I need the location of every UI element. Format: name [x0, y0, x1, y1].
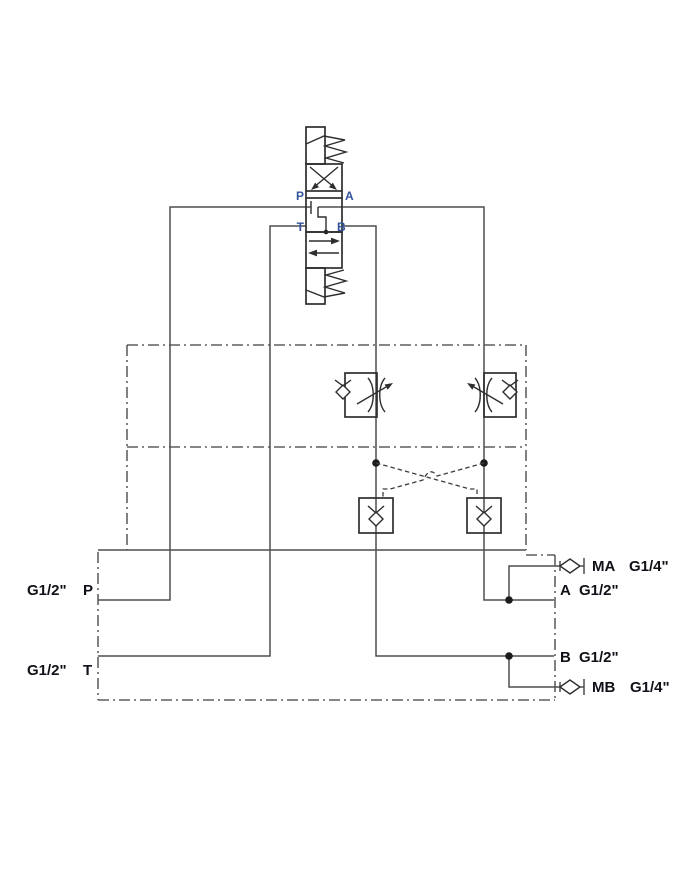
valve-port-letter-p: P: [296, 189, 304, 203]
subplate-boundary: [97, 549, 556, 701]
port-label-t: G1/2" T: [27, 662, 92, 679]
port-label-ma: MA G1/4": [592, 558, 669, 575]
junction-dot: [505, 596, 513, 604]
b-work-line: [342, 225, 560, 688]
port-b-name: B: [560, 649, 571, 666]
port-label-p: G1/2" P: [27, 582, 93, 599]
check-valve-icon: [502, 384, 518, 400]
port-a-size: G1/2": [579, 582, 619, 599]
pilot-line-from-a: [382, 462, 485, 498]
valve-position-parallel-icon: [305, 231, 343, 269]
test-coupling-mb-icon: [558, 679, 585, 695]
valve-port-letter-t: T: [297, 220, 305, 234]
a-work-line: [318, 206, 560, 601]
port-mb-size: G1/4": [630, 679, 670, 696]
port-label-mb: MB G1/4": [592, 679, 670, 696]
check-valve-icon: [368, 511, 384, 527]
port-label-b: B G1/2": [560, 649, 619, 666]
valve-port-letter-b: B: [337, 220, 346, 234]
valve-spring-bottom-icon: [305, 267, 349, 305]
port-t-size: G1/2": [27, 662, 67, 679]
pilot-check-valve-left: [358, 497, 394, 534]
port-t-name: T: [83, 662, 92, 679]
check-valve-icon: [335, 384, 351, 400]
pilot-line-from-b: [375, 462, 478, 498]
directional-valve: P A T B: [296, 126, 354, 305]
check-valve-icon: [476, 511, 492, 527]
throttle-check-valve-right: [467, 372, 519, 418]
junction-dot: [505, 652, 513, 660]
port-ma-size: G1/4": [629, 558, 669, 575]
port-a-name: A: [560, 582, 571, 599]
valve-port-letter-a: A: [345, 189, 354, 203]
test-coupling-ma-icon: [558, 558, 585, 574]
port-b-size: G1/2": [579, 649, 619, 666]
port-p-size: G1/2": [27, 582, 67, 599]
pilot-check-valve-right: [466, 497, 502, 534]
p-supply-line: [98, 206, 311, 601]
throttle-check-valve-left: [334, 372, 393, 418]
center-spool-path: [317, 207, 327, 232]
t-return-line: [98, 225, 306, 657]
port-mb-name: MB: [592, 679, 615, 696]
port-ma-name: MA: [592, 558, 615, 575]
port-label-a: A G1/2": [560, 582, 619, 599]
valve-position-crossed-icon: [305, 163, 343, 192]
modular-plate-boundary: [126, 344, 527, 550]
port-p-name: P: [83, 582, 93, 599]
valve-spring-top-icon: [305, 126, 349, 165]
